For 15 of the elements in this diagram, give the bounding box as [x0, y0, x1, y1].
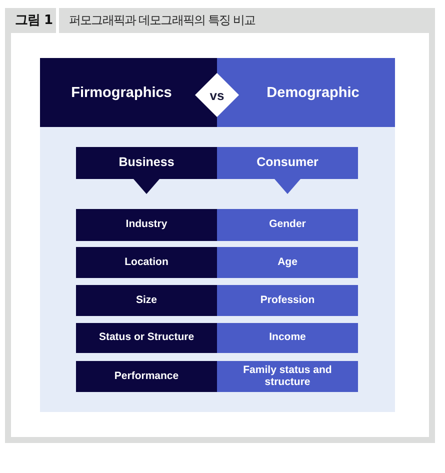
table-cell: Age: [217, 247, 358, 278]
table-cell: Performance: [76, 361, 217, 392]
vs-diamond: vs: [195, 73, 239, 117]
table-cell: Status or Structure: [76, 323, 217, 353]
title-bar: 퍼모그래픽과 데모그래픽의 특징 비교: [59, 8, 435, 33]
column-header: Business: [76, 147, 217, 194]
table-cell: Location: [76, 247, 217, 278]
table-cell: Profession: [217, 285, 358, 316]
column-header: Consumer: [217, 147, 358, 194]
table-cell: Gender: [217, 209, 358, 241]
table-cell: Income: [217, 323, 358, 353]
table-cell: Family status and structure: [217, 361, 358, 392]
table-cell: Size: [76, 285, 217, 316]
figure-tab: 그림 1: [5, 8, 56, 33]
table-cell: Industry: [76, 209, 217, 241]
